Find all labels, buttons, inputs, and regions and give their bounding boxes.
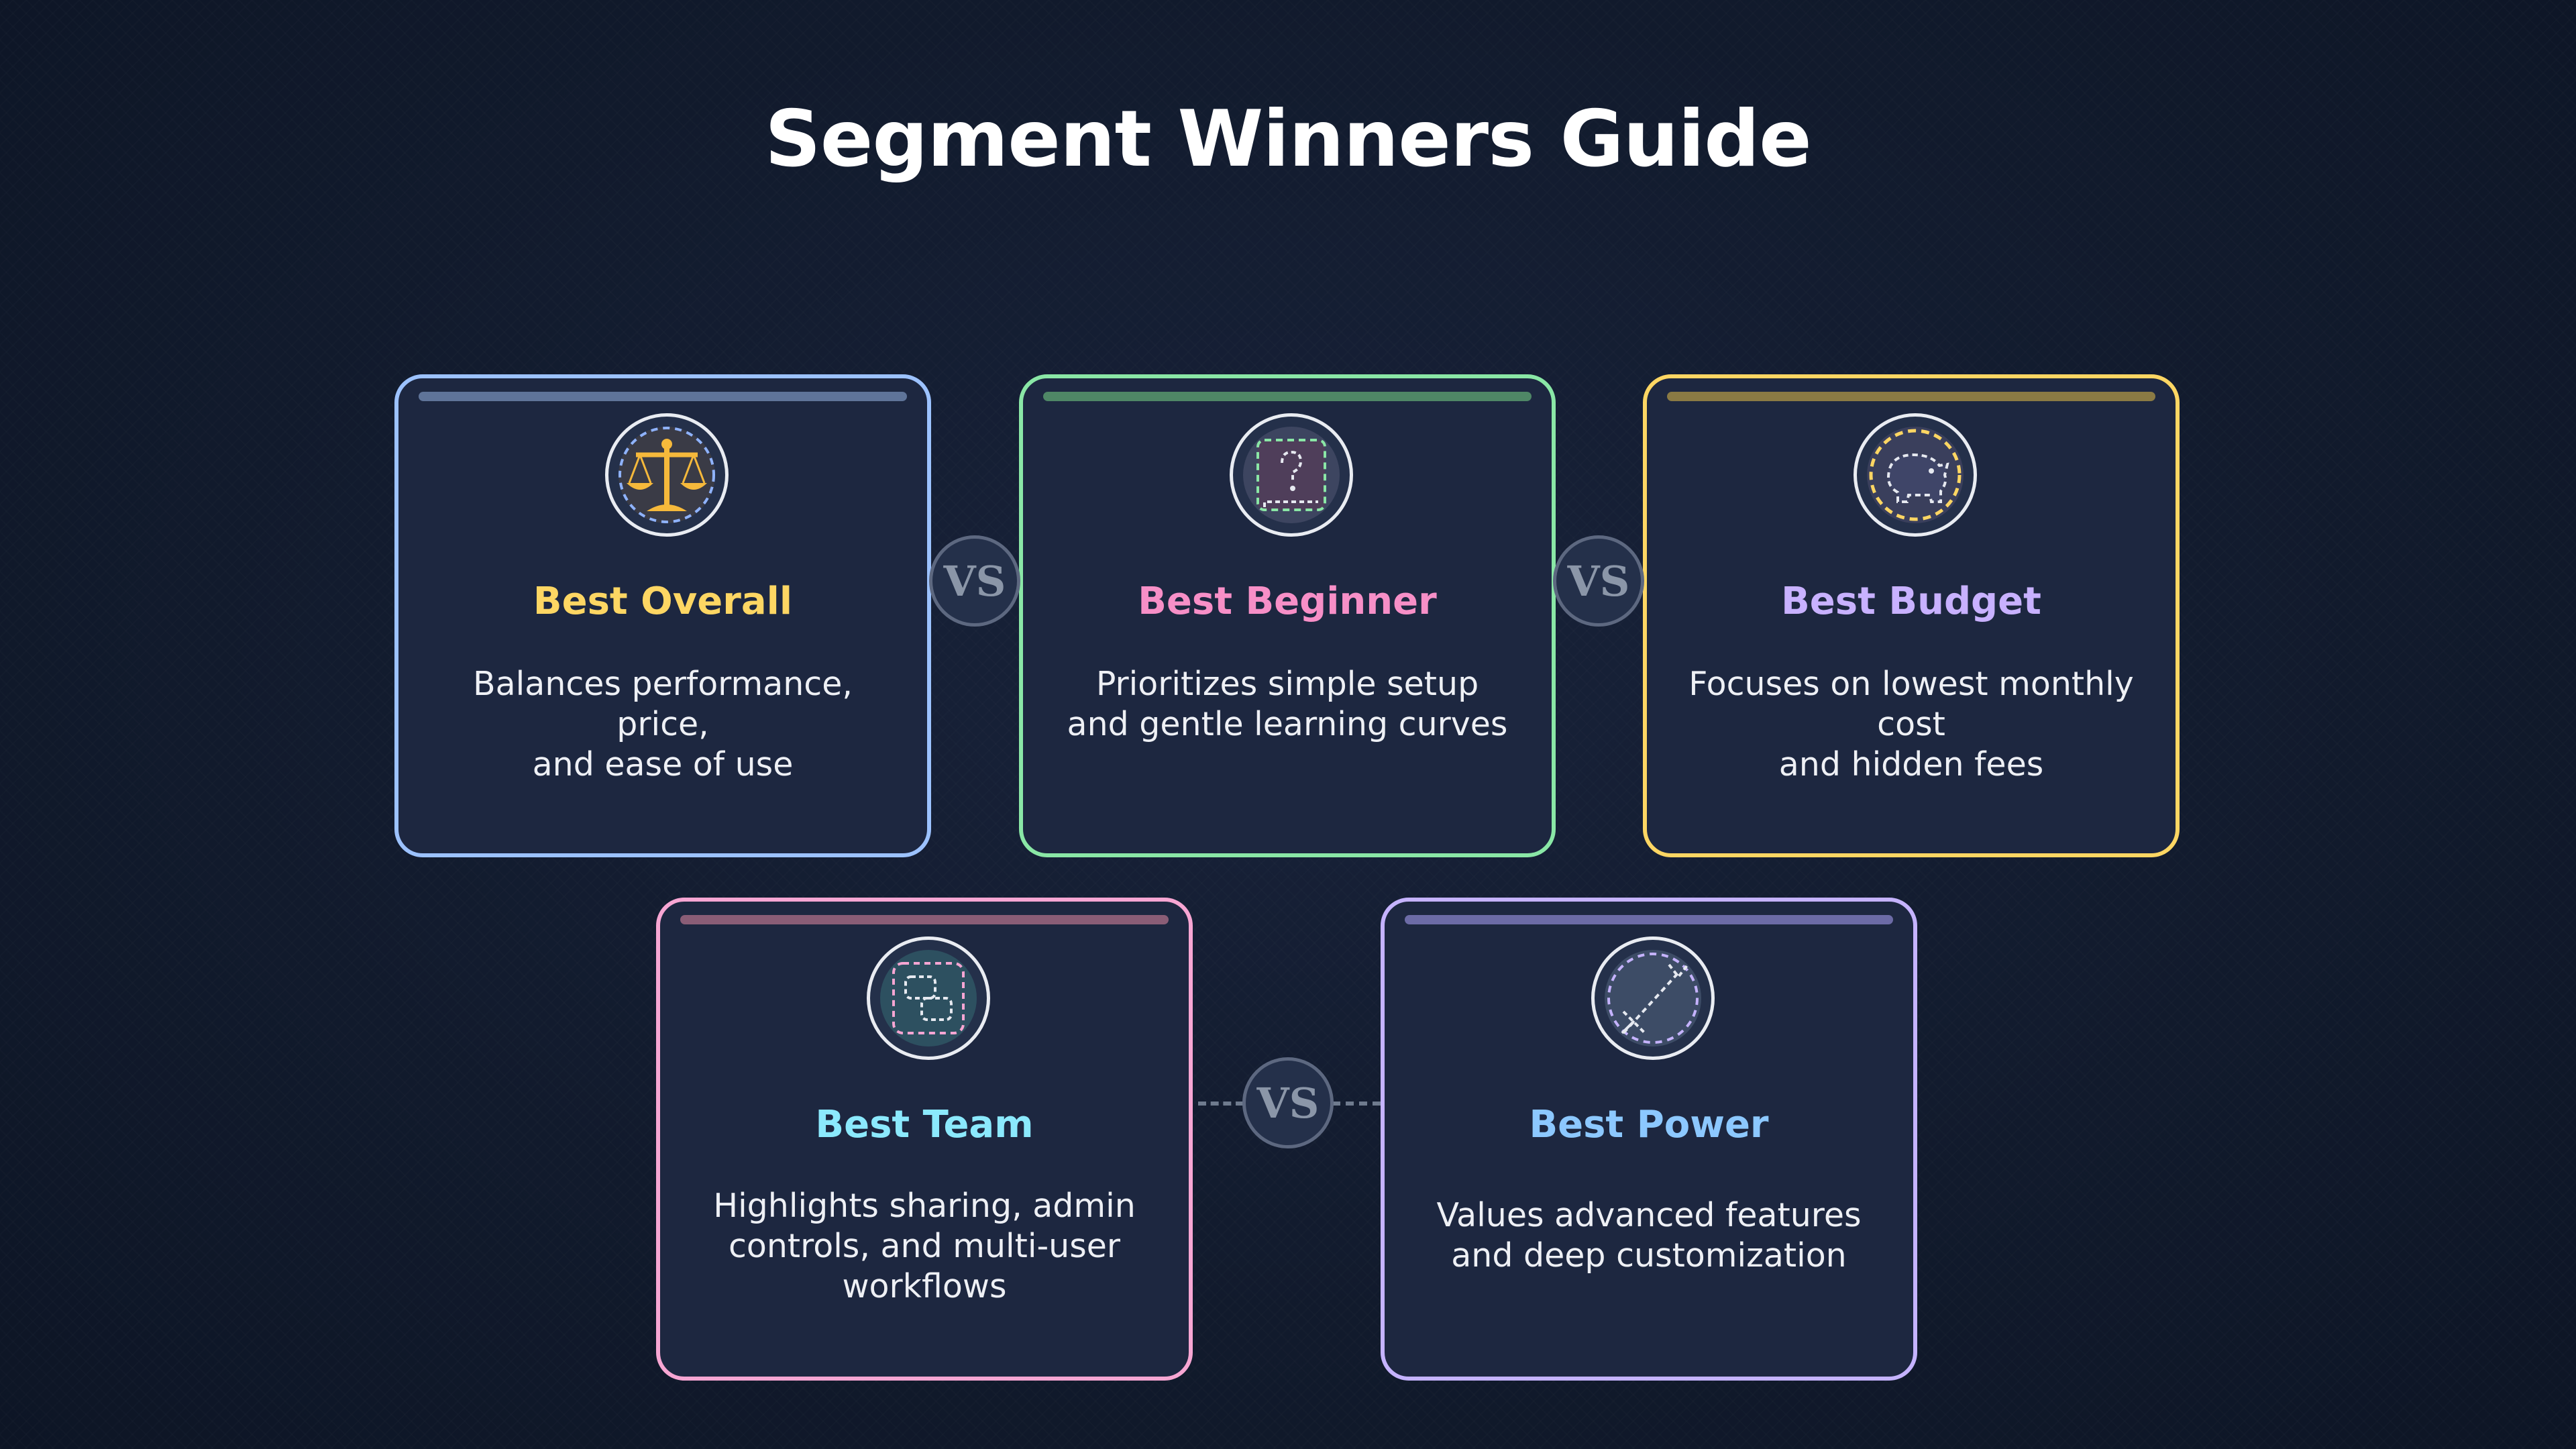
card-heading: Best Power (1529, 1103, 1769, 1146)
question-card-icon (1230, 413, 1353, 537)
connector-line-left (1198, 1102, 1244, 1106)
card-accent-bar (1043, 392, 1532, 401)
scale-icon (605, 413, 729, 537)
card-heading: Best Beginner (1138, 580, 1437, 623)
card-accent-bar (1667, 392, 2155, 401)
card-accent-bar (419, 392, 907, 401)
card-heading: Best Team (815, 1103, 1034, 1146)
card-heading: Best Budget (1781, 580, 2041, 623)
link-icon (867, 936, 990, 1060)
tools-icon (1591, 936, 1715, 1060)
card-description: Balances performance, price,and ease of … (473, 665, 853, 784)
card-heading: Best Overall (533, 580, 793, 623)
card-best-overall: Best Overall Balances performance, price… (394, 374, 931, 857)
card-accent-bar (1405, 915, 1893, 924)
card-best-budget: Best Budget Focuses on lowest monthly co… (1643, 374, 2180, 857)
card-accent-bar (680, 915, 1169, 924)
piggy-bank-icon (1854, 413, 1977, 537)
vs-badge: VS (929, 535, 1020, 627)
connector-line-right (1332, 1102, 1381, 1106)
vs-badge: VS (1242, 1057, 1334, 1148)
vs-badge: VS (1553, 535, 1644, 627)
page-title: Segment Winners Guide (765, 94, 1812, 184)
